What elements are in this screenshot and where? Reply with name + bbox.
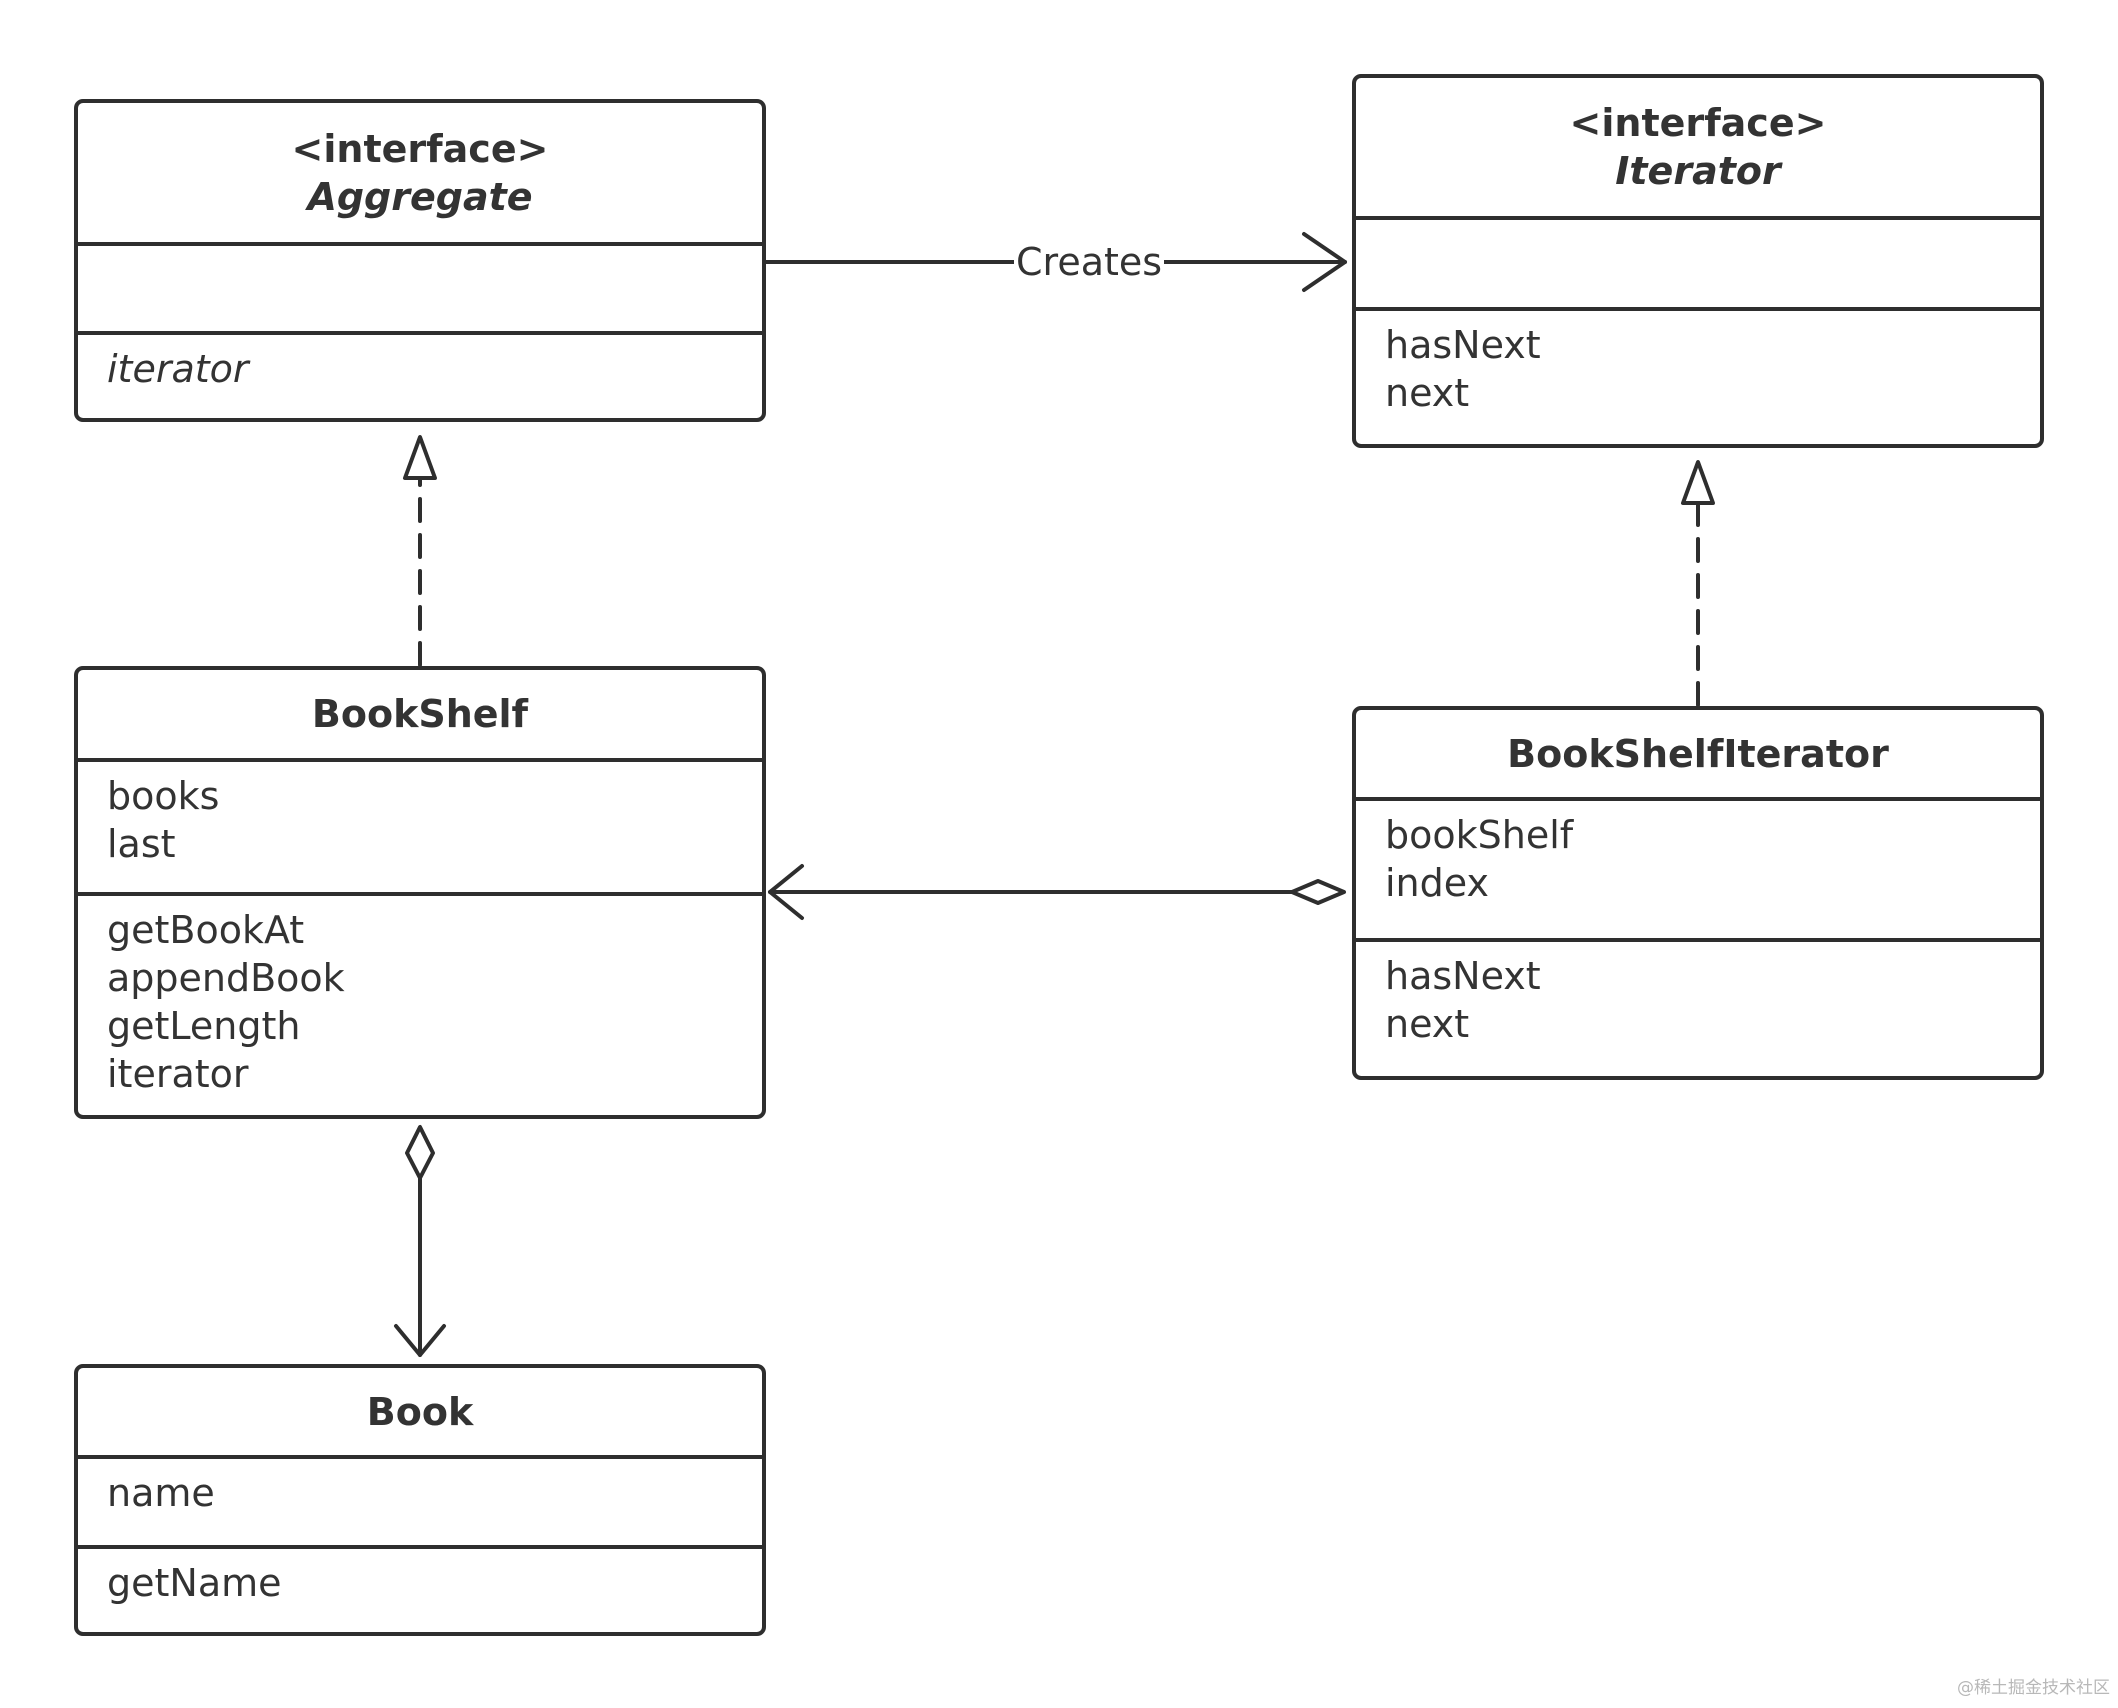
method-item: getLength bbox=[107, 1004, 301, 1048]
method-item: getName bbox=[107, 1561, 282, 1605]
method-item: next bbox=[1385, 1002, 1470, 1046]
attributes-section bbox=[78, 246, 762, 335]
attribute-item: books bbox=[107, 774, 220, 818]
bookshelf-book-aggregation-diamond bbox=[405, 1125, 435, 1180]
creates-label: Creates bbox=[1014, 238, 1165, 286]
stereotype-label: <interface> bbox=[291, 126, 549, 171]
attributes-section: name bbox=[78, 1459, 762, 1549]
class-header: BookShelf bbox=[78, 670, 762, 762]
class-name: BookShelfIterator bbox=[1507, 731, 1889, 776]
class-header: Book bbox=[78, 1368, 762, 1459]
bookshelf-iterator-aggregation-diamond bbox=[1290, 879, 1346, 905]
bookshelf-iterator-class[interactable]: BookShelfIterator bookShelf index hasNex… bbox=[1352, 706, 2044, 1080]
attribute-item: index bbox=[1385, 861, 1489, 905]
aggregate-class[interactable]: <interface> Aggregate iterator bbox=[74, 99, 766, 422]
attribute-item: name bbox=[107, 1471, 215, 1515]
method-item: appendBook bbox=[107, 956, 345, 1000]
class-header: <interface> Iterator bbox=[1356, 78, 2040, 220]
class-header: BookShelfIterator bbox=[1356, 710, 2040, 801]
bookshelf-realization-triangle bbox=[403, 435, 437, 480]
bookshelf-class[interactable]: BookShelf books last getBookAt appendBoo… bbox=[74, 666, 766, 1119]
book-class[interactable]: Book name getName bbox=[74, 1364, 766, 1636]
attributes-section: bookShelf index bbox=[1356, 801, 2040, 942]
class-name: Iterator bbox=[1615, 149, 1781, 193]
methods-section: iterator bbox=[78, 335, 762, 393]
attribute-item: last bbox=[107, 822, 176, 866]
method-item: iterator bbox=[107, 1052, 249, 1096]
creates-arrowhead bbox=[1302, 232, 1347, 292]
method-item: iterator bbox=[107, 347, 249, 391]
class-name: Aggregate bbox=[307, 174, 533, 219]
iterator-class[interactable]: <interface> Iterator hasNext next bbox=[1352, 74, 2044, 448]
method-item: hasNext bbox=[1385, 323, 1541, 367]
methods-section: getBookAt appendBook getLength iterator bbox=[78, 896, 762, 1098]
attributes-section bbox=[1356, 220, 2040, 311]
class-header: <interface> Aggregate bbox=[78, 103, 762, 246]
book-aggregation-arrowhead bbox=[394, 1324, 446, 1357]
bookshelf-aggregation-arrowhead bbox=[768, 864, 804, 920]
methods-section: hasNext next bbox=[1356, 942, 2040, 1048]
method-item: next bbox=[1385, 371, 1470, 415]
attribute-item: bookShelf bbox=[1385, 813, 1574, 857]
bookshelf-iterator-realization-triangle bbox=[1681, 460, 1715, 505]
class-name: BookShelf bbox=[311, 692, 529, 736]
method-item: hasNext bbox=[1385, 954, 1541, 998]
stereotype-label: <interface> bbox=[1569, 101, 1827, 145]
class-name: Book bbox=[366, 1389, 474, 1434]
watermark: @稀土掘金技术社区 bbox=[1957, 1678, 2110, 1698]
method-item: getBookAt bbox=[107, 908, 305, 952]
attributes-section: books last bbox=[78, 762, 762, 896]
methods-section: hasNext next bbox=[1356, 311, 2040, 417]
methods-section: getName bbox=[78, 1549, 762, 1607]
